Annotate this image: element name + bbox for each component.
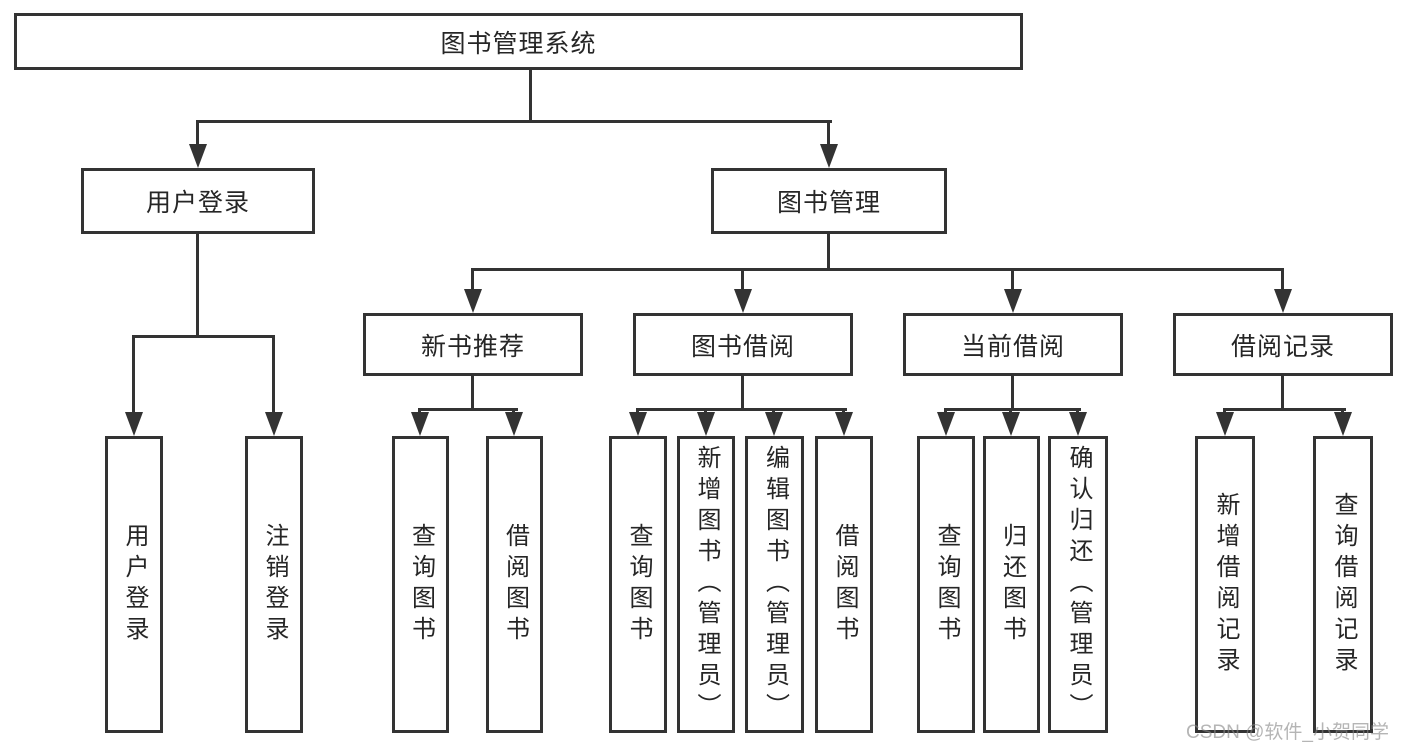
arrow-down-icon: [734, 289, 752, 313]
node-current-borrowing: 当前借阅: [903, 313, 1123, 376]
connector-line: [827, 120, 830, 148]
arrow-down-icon: [1004, 289, 1022, 313]
connector-line: [636, 408, 847, 411]
arrow-down-icon: [1216, 412, 1234, 436]
connector-line: [272, 335, 275, 416]
arrow-down-icon: [629, 412, 647, 436]
connector-line: [471, 376, 474, 408]
arrow-down-icon: [265, 412, 283, 436]
arrow-down-icon: [1274, 289, 1292, 313]
connector-line: [1223, 408, 1346, 411]
connector-line: [529, 69, 532, 120]
connector-line: [418, 408, 518, 411]
node-borrowing-records: 借阅记录: [1173, 313, 1393, 376]
leaf-add-borrow-record: 新增借阅记录: [1195, 436, 1255, 733]
connector-line: [944, 408, 1081, 411]
connector-line: [827, 234, 830, 268]
connector-line: [196, 120, 199, 148]
connector-line: [1281, 268, 1284, 292]
leaf-borrow-books-borrowing: 借阅图书: [815, 436, 873, 733]
leaf-logout: 注销登录: [245, 436, 303, 733]
arrow-down-icon: [697, 412, 715, 436]
arrow-down-icon: [125, 412, 143, 436]
leaf-query-books-current: 查询图书: [917, 436, 975, 733]
connector-line: [471, 268, 474, 292]
arrow-down-icon: [1069, 412, 1087, 436]
node-book-borrowing: 图书借阅: [633, 313, 853, 376]
arrow-down-icon: [464, 289, 482, 313]
arrow-down-icon: [937, 412, 955, 436]
connector-line: [1011, 268, 1014, 292]
connector-line: [196, 120, 832, 123]
leaf-query-books-borrowing: 查询图书: [609, 436, 667, 733]
connector-line: [741, 376, 744, 408]
leaf-query-books-newrec: 查询图书: [392, 436, 449, 733]
connector-line: [1011, 376, 1014, 408]
connector-line: [196, 234, 199, 336]
node-user-login: 用户登录: [81, 168, 315, 234]
leaf-borrow-books-newrec: 借阅图书: [486, 436, 543, 733]
connector-line: [132, 335, 275, 338]
leaf-user-login: 用户登录: [105, 436, 163, 733]
arrow-down-icon: [1334, 412, 1352, 436]
leaf-query-borrow-record: 查询借阅记录: [1313, 436, 1373, 733]
connector-line: [471, 268, 1284, 271]
leaf-return-books: 归还图书: [983, 436, 1040, 733]
node-root: 图书管理系统: [14, 13, 1023, 70]
arrow-down-icon: [835, 412, 853, 436]
node-book-management: 图书管理: [711, 168, 947, 234]
leaf-add-books-admin: 新增图书（管理员）: [677, 436, 735, 733]
arrow-down-icon: [820, 144, 838, 168]
node-new-book-recommend: 新书推荐: [363, 313, 583, 376]
connector-line: [1281, 376, 1284, 408]
csdn-watermark: CSDN @软件_小贺同学: [1186, 722, 1389, 743]
leaf-confirm-return-admin: 确认归还（管理员）: [1048, 436, 1108, 733]
arrow-down-icon: [189, 144, 207, 168]
arrow-down-icon: [411, 412, 429, 436]
connector-line: [741, 268, 744, 292]
arrow-down-icon: [1002, 412, 1020, 436]
arrow-down-icon: [765, 412, 783, 436]
leaf-edit-books-admin: 编辑图书（管理员）: [745, 436, 804, 733]
arrow-down-icon: [505, 412, 523, 436]
connector-line: [132, 335, 135, 416]
